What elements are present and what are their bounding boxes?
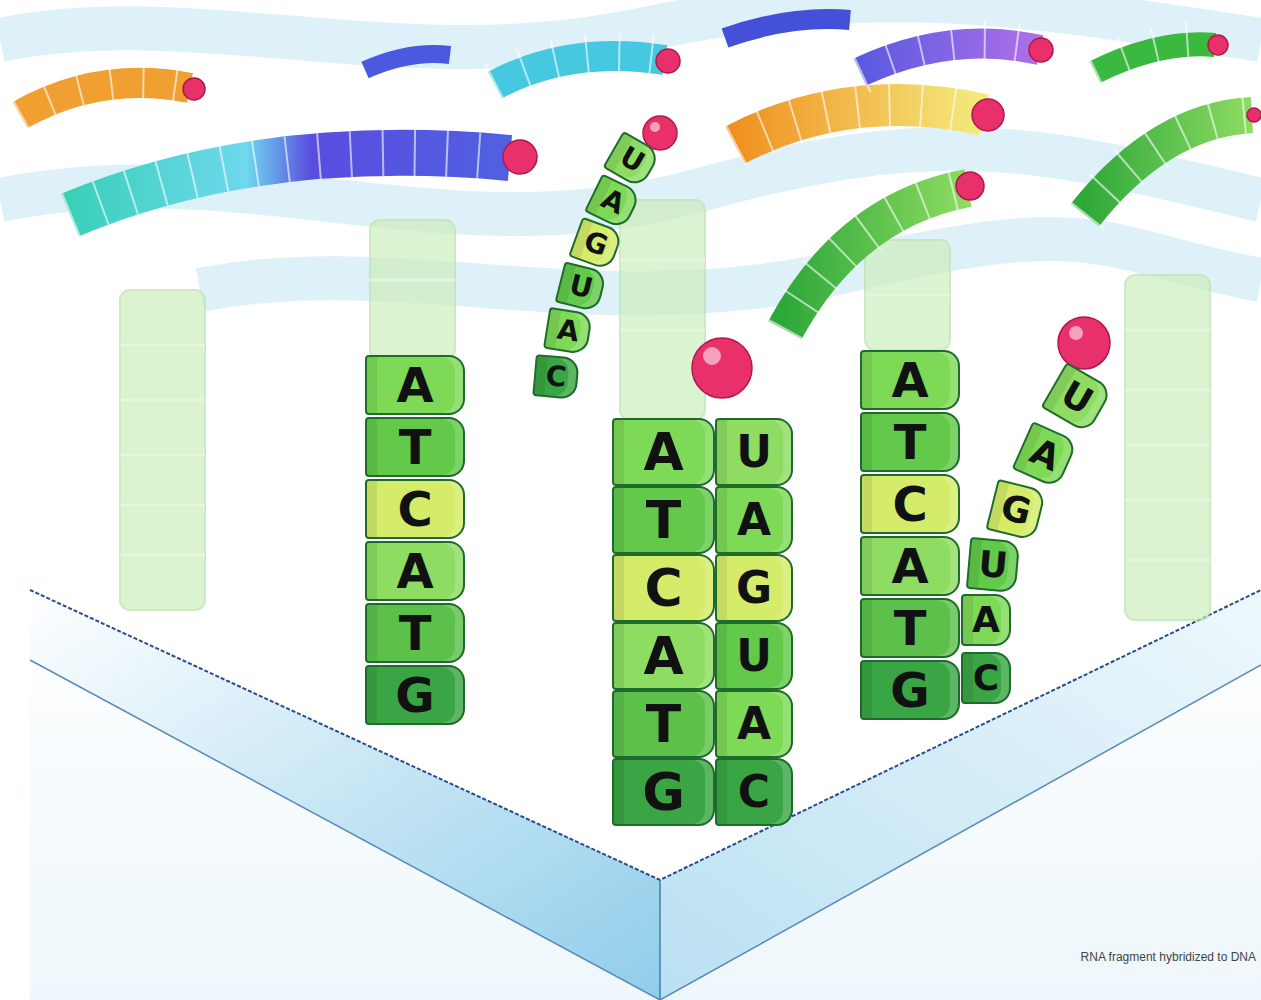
base-letter: G — [997, 489, 1034, 531]
base-letter: A — [891, 356, 928, 404]
base-letter: A — [643, 426, 683, 478]
nucleotide-block: T — [365, 417, 465, 477]
base-letter: G — [736, 566, 772, 610]
base-letter: A — [1025, 433, 1065, 477]
base-letter: C — [644, 562, 682, 614]
nucleotide-block: U — [1041, 362, 1114, 434]
base-letter: C — [973, 660, 999, 696]
nucleotide-block: U — [715, 418, 793, 486]
rna-strands — [20, 19, 1252, 330]
base-letter: U — [1055, 375, 1098, 421]
nucleotide-block: A — [715, 486, 793, 554]
fluorescent-tag — [183, 35, 1261, 398]
base-letter: A — [737, 702, 771, 746]
base-letter: T — [646, 698, 681, 750]
base-letter: A — [891, 542, 928, 590]
nucleotide-block: A — [1012, 421, 1079, 489]
nucleotide-block: A — [612, 418, 715, 486]
base-letter: U — [567, 271, 596, 304]
nucleotide-block: G — [715, 554, 793, 622]
nucleotide-block: T — [860, 412, 960, 472]
nucleotide-block: C — [961, 652, 1011, 704]
base-letter: A — [396, 547, 433, 595]
base-letter: C — [397, 485, 432, 533]
nucleotide-block: T — [365, 603, 465, 663]
base-letter: U — [977, 546, 1009, 584]
base-letter: T — [399, 609, 432, 657]
nucleotide-block: A — [365, 355, 465, 415]
strand-seams — [20, 44, 1252, 330]
nucleotide-block: A — [365, 541, 465, 601]
nucleotide-block: C — [612, 554, 715, 622]
base-letter: A — [643, 630, 683, 682]
nucleotide-block: A — [860, 350, 960, 410]
nucleotide-block: A — [961, 594, 1011, 646]
nucleotide-block: A — [715, 690, 793, 758]
base-letter: T — [399, 423, 432, 471]
base-letter: U — [736, 430, 772, 474]
base-letter: A — [555, 315, 581, 346]
base-letter: U — [736, 634, 772, 678]
nucleotide-block: U — [966, 537, 1020, 593]
nucleotide-block: T — [612, 690, 715, 758]
faded-probe-seams — [120, 260, 1210, 560]
base-letter: U — [615, 142, 649, 178]
nucleotide-block: C — [365, 479, 465, 539]
base-letter: A — [737, 498, 771, 542]
nucleotide-block: G — [985, 479, 1046, 542]
base-letter: A — [597, 185, 629, 220]
base-letter: T — [894, 604, 927, 652]
nucleotide-block: G — [860, 660, 960, 720]
nucleotide-block: A — [860, 536, 960, 596]
nucleotide-block: T — [612, 486, 715, 554]
base-letter: G — [890, 666, 929, 714]
base-letter: T — [894, 418, 927, 466]
nucleotide-block: A — [612, 622, 715, 690]
figure-caption: RNA fragment hybridized to DNA — [1081, 950, 1256, 964]
base-letter: A — [396, 361, 433, 409]
nucleotide-block: C — [715, 758, 793, 826]
base-letter: T — [646, 494, 681, 546]
base-letter: G — [642, 766, 685, 818]
nucleotide-block: G — [365, 665, 465, 725]
base-letter: C — [892, 480, 927, 528]
nucleotide-block: U — [715, 622, 793, 690]
base-letter: C — [738, 770, 770, 814]
tag-highlight — [650, 122, 1083, 365]
base-letter: C — [545, 362, 568, 392]
glass-slide — [30, 590, 1261, 1000]
nucleotide-block: G — [612, 758, 715, 826]
base-letter: G — [395, 671, 434, 719]
nucleotide-block: A — [543, 307, 593, 355]
nucleotide-block: T — [860, 598, 960, 658]
nucleotide-block: C — [860, 474, 960, 534]
base-letter: G — [580, 227, 611, 261]
nucleotide-block: C — [532, 354, 579, 400]
base-letter: A — [972, 602, 1000, 638]
